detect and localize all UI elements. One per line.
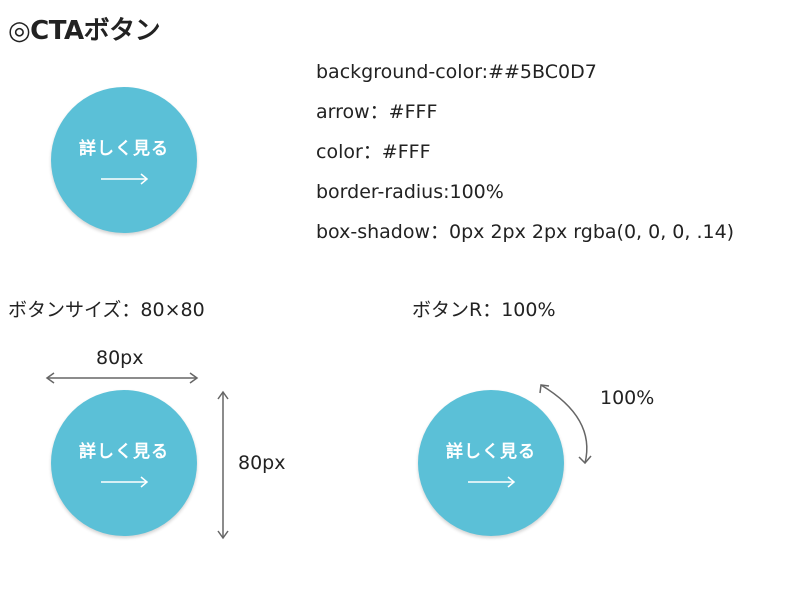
arrow-right-icon xyxy=(468,476,516,488)
cta-button-label: 詳しく見る xyxy=(79,442,169,462)
button-size-label: ボタンサイズ：80×80 xyxy=(8,299,205,321)
spec-list: background-color:##5BC0D7 arrow：#FFF col… xyxy=(316,52,734,252)
button-radius-label: ボタンR：100% xyxy=(412,299,556,321)
spec-border-radius: border-radius:100% xyxy=(316,181,504,203)
cta-button-size-sample[interactable]: 詳しく見る xyxy=(51,390,197,536)
width-arrow-icon xyxy=(45,372,199,384)
spec-arrow: arrow：#FFF xyxy=(316,101,438,123)
cta-button-label: 詳しく見る xyxy=(79,139,169,159)
spec-box-shadow: box-shadow：0px 2px 2px rgba(0, 0, 0, .14… xyxy=(316,221,735,243)
cta-button-label: 詳しく見る xyxy=(446,442,536,462)
radius-dimension-label: 100% xyxy=(600,387,655,409)
cta-button-radius-sample[interactable]: 詳しく見る xyxy=(418,390,564,536)
page-title: ◎CTAボタン xyxy=(8,16,161,46)
spec-color: color：#FFF xyxy=(316,141,431,163)
arrow-right-icon xyxy=(101,476,149,488)
arrow-right-icon xyxy=(101,173,149,185)
height-arrow-icon xyxy=(217,390,229,540)
width-dimension-label: 80px xyxy=(96,347,144,369)
spec-background-color: background-color:##5BC0D7 xyxy=(316,61,597,83)
height-dimension-label: 80px xyxy=(238,452,286,474)
cta-button-sample[interactable]: 詳しく見る xyxy=(51,87,197,233)
